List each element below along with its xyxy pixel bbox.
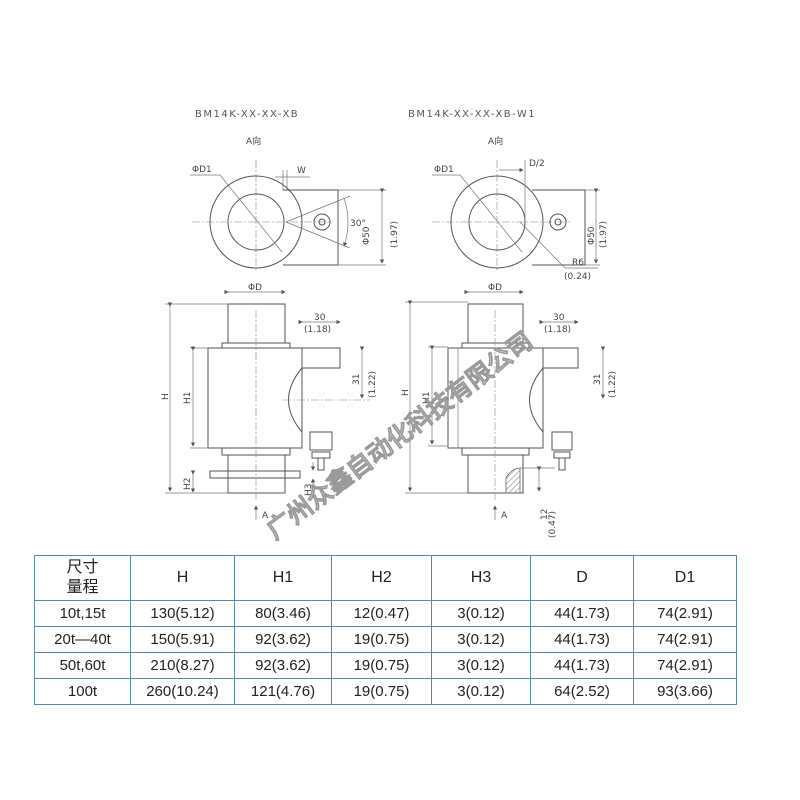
left-d-label: ΦD [248,283,262,293]
value-cell: 260(10.24) [130,678,235,705]
header-h1: H1 [234,555,332,601]
value-cell: 3(0.12) [431,652,531,679]
value-cell: 80(3.46) [234,600,332,627]
value-cell: 44(1.73) [530,626,634,653]
left-h1-label: H1 [183,392,193,405]
right-side-view: ΦD 30 (1.18) 31 (1.22) H H1 12 (0.47) A [401,283,618,538]
right-d1-label: ΦD1 [434,165,454,175]
value-cell: 74(2.91) [633,652,737,679]
left-h2-label: H2 [183,478,193,491]
value-cell: 12(0.47) [331,600,432,627]
left-d1-label: ΦD1 [192,165,212,175]
left-h-label: H [161,393,171,400]
value-cell: 130(5.12) [130,600,235,627]
value-cell: 210(8.27) [130,652,235,679]
value-cell: 92(3.62) [234,652,332,679]
technical-drawing: BM14K-XX-XX-XB A向 30° Φ50 (1.97) ΦD1 W B… [161,109,618,545]
header-h2: H2 [331,555,432,601]
left-width-label: Φ50 [362,226,372,245]
right-h-label: H [401,389,411,396]
corner-bottom: 量程 [66,579,99,596]
right-half-d-label: D/2 [529,159,545,169]
left-width-inch: (1.97) [390,221,400,248]
value-cell: 3(0.12) [431,600,531,627]
corner-header: 尺寸量程 [34,555,131,601]
value-cell: 19(0.75) [331,626,432,653]
right-conn-height-inch: (1.22) [608,371,618,398]
left-angle-label: 30° [350,219,366,229]
left-arrow-label: A [262,511,269,521]
value-cell: 44(1.73) [530,600,634,627]
value-cell: 44(1.73) [530,652,634,679]
header-d: D [530,555,634,601]
right-width-inch: (1.97) [599,221,609,248]
left-top-view: BM14K-XX-XX-XB A向 30° Φ50 (1.97) ΦD1 W [190,109,400,272]
left-conn-height: 31 [352,374,362,385]
value-cell: 3(0.12) [431,626,531,653]
right-conn-width: 30 [553,313,565,323]
right-d-label: ΦD [488,283,502,293]
header-d1: D1 [633,555,737,601]
value-cell: 19(0.75) [331,652,432,679]
header-h: H [130,555,235,601]
value-cell: 93(3.66) [633,678,737,705]
value-cell: 64(2.52) [530,678,634,705]
right-radius-label: R6 [572,258,584,268]
left-model-title: BM14K-XX-XX-XB [195,109,299,120]
right-conn-width-inch: (1.18) [544,325,571,335]
watermark: 广州众鑫自动化科技有限公司 [261,326,538,545]
left-w-label: W [297,166,306,176]
right-model-title: BM14K-XX-XX-XB-W1 [408,109,536,120]
right-arrow-label: A [501,511,508,521]
left-conn-height-inch: (1.22) [368,371,378,398]
right-width-label: Φ50 [587,226,597,245]
right-foot-label: 12 [540,509,550,520]
value-cell: 92(3.62) [234,626,332,653]
right-top-view: BM14K-XX-XX-XB-W1 A向 D/2 Φ50 (1.97) ΦD1 … [408,109,609,282]
value-cell: 74(2.91) [633,600,737,627]
left-conn-width-inch: (1.18) [304,325,331,335]
header-h3: H3 [431,555,531,601]
value-cell: 74(2.91) [633,626,737,653]
right-h1-label: H1 [422,392,432,405]
range-cell: 100t [34,678,131,705]
range-cell: 20t—40t [34,626,131,653]
range-cell: 50t,60t [34,652,131,679]
left-conn-width: 30 [314,313,326,323]
right-conn-height: 31 [593,374,603,385]
right-view-label: A向 [488,135,503,147]
range-cell: 10t,15t [34,600,131,627]
left-side-view: ΦD 30 (1.18) 31 (1.22) H H1 H2 H3 A [161,283,378,521]
right-radius-inch: (0.24) [564,272,591,282]
value-cell: 19(0.75) [331,678,432,705]
corner-top: 尺寸 [66,559,99,576]
value-cell: 121(4.76) [234,678,332,705]
value-cell: 3(0.12) [431,678,531,705]
right-foot-inch: (0.47) [548,511,558,538]
left-h3-label: H3 [304,484,314,497]
table-header-row: 尺寸量程 H H1 H2 H3 D D1 [34,555,737,601]
left-view-label: A向 [246,135,261,147]
value-cell: 150(5.91) [130,626,235,653]
